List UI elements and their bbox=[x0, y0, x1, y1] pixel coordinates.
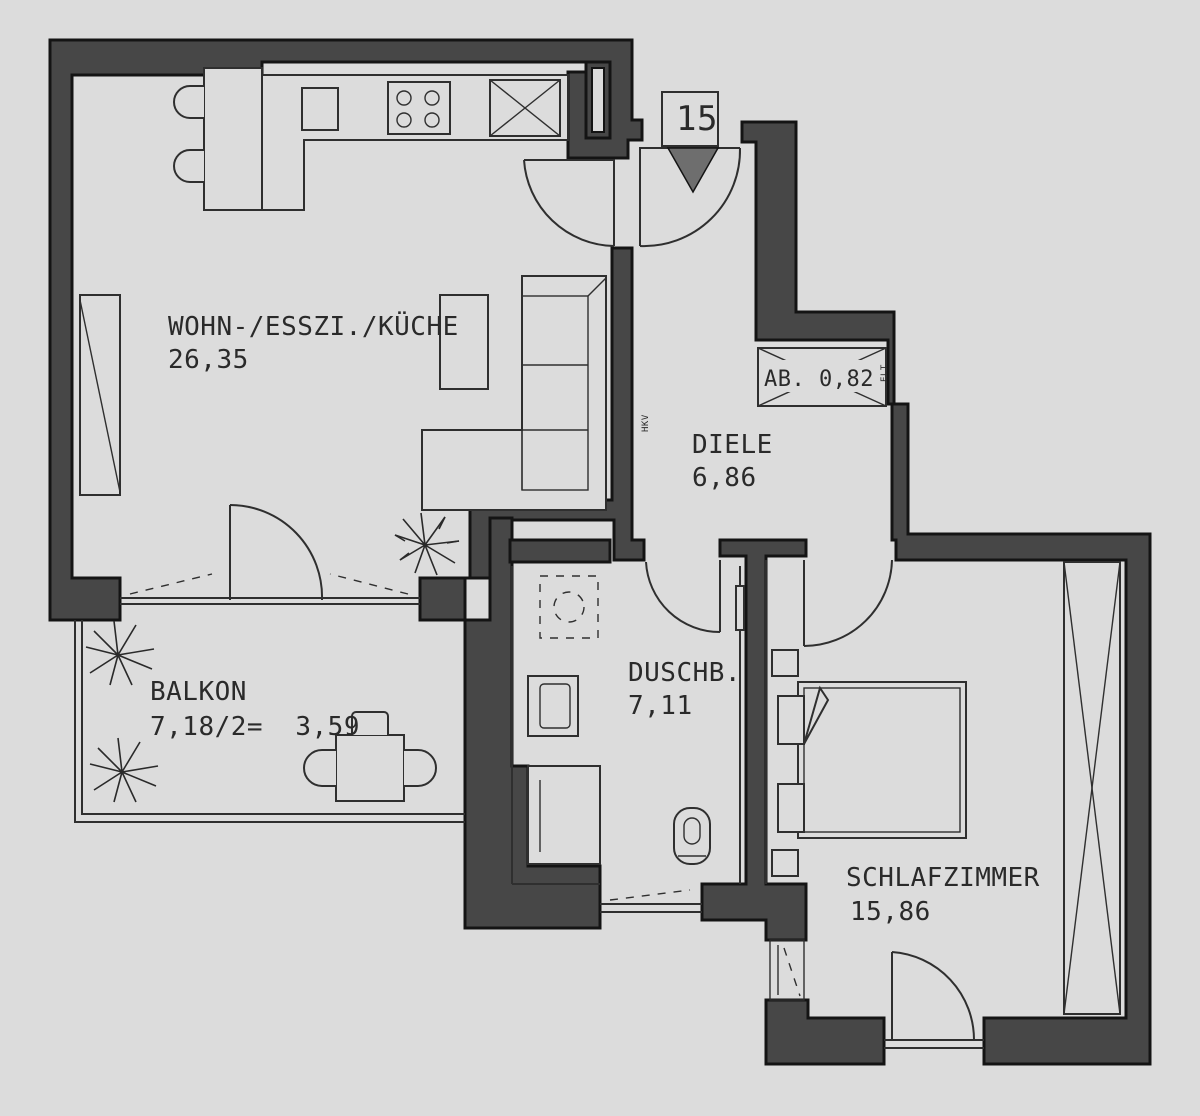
room-labels: WOHN-/ESSZI./KÜCHE 26,35 DIELE 6,86 DUSC… bbox=[150, 310, 1040, 927]
walls bbox=[48, 38, 1152, 1066]
room-area-diele: 6,86 bbox=[692, 463, 757, 493]
kitchen-door bbox=[524, 159, 615, 246]
room-name-schlaf: SCHLAFZIMMER bbox=[846, 863, 1040, 893]
room-area-balkon: 7,18/2= 3,59 bbox=[150, 712, 360, 742]
stove-icon bbox=[387, 81, 451, 135]
plant-icon-balcony-2 bbox=[89, 737, 159, 803]
room-area-dusch: 7,11 bbox=[628, 691, 693, 721]
shower-icon bbox=[539, 575, 599, 639]
room-area-wohn: 26,35 bbox=[168, 345, 249, 375]
nightstand-top bbox=[771, 649, 799, 677]
living-furniture bbox=[79, 275, 607, 511]
balcony-table bbox=[303, 711, 437, 802]
nightstand-bottom bbox=[771, 849, 799, 877]
windows bbox=[120, 573, 805, 1001]
plant-icon-balcony-1 bbox=[85, 620, 155, 686]
room-name-balkon: BALKON bbox=[150, 677, 247, 707]
room-name-wohn: WOHN-/ESSZI./KÜCHE bbox=[168, 310, 459, 342]
room-area-schlaf: 15,86 bbox=[850, 897, 931, 927]
wall-bath-bottom bbox=[700, 538, 808, 942]
sink-icon bbox=[301, 87, 339, 131]
hkv-label: HKV bbox=[641, 414, 651, 432]
table-living bbox=[439, 294, 489, 390]
room-name-dusch: DUSCHB. bbox=[628, 658, 741, 688]
wall-hall-right bbox=[740, 120, 1152, 1066]
entry-arrow-icon bbox=[666, 147, 720, 194]
unit-number: 15 bbox=[676, 99, 718, 139]
balcony bbox=[74, 620, 465, 823]
wall-bath-top bbox=[508, 538, 612, 564]
toilet-icon bbox=[673, 807, 711, 865]
bedroom-furniture bbox=[765, 560, 1121, 1015]
plant-icon-living bbox=[394, 512, 460, 576]
kitchen-counter bbox=[173, 67, 569, 211]
wall-bedroom-bottom-left bbox=[764, 998, 886, 1066]
bathroom-fixtures bbox=[511, 566, 745, 885]
bar-counter bbox=[203, 67, 263, 211]
elt-label: ELT bbox=[880, 364, 890, 382]
doors bbox=[229, 147, 984, 1049]
unit-number-marker: 15 bbox=[661, 91, 720, 194]
room-name-diele: DIELE bbox=[692, 430, 773, 460]
closet-label: AB. 0,82 bbox=[764, 367, 874, 392]
bed-icon bbox=[797, 681, 967, 839]
washer-icon bbox=[527, 765, 601, 865]
storage-closet: AB. 0,82 ELT bbox=[757, 347, 890, 407]
